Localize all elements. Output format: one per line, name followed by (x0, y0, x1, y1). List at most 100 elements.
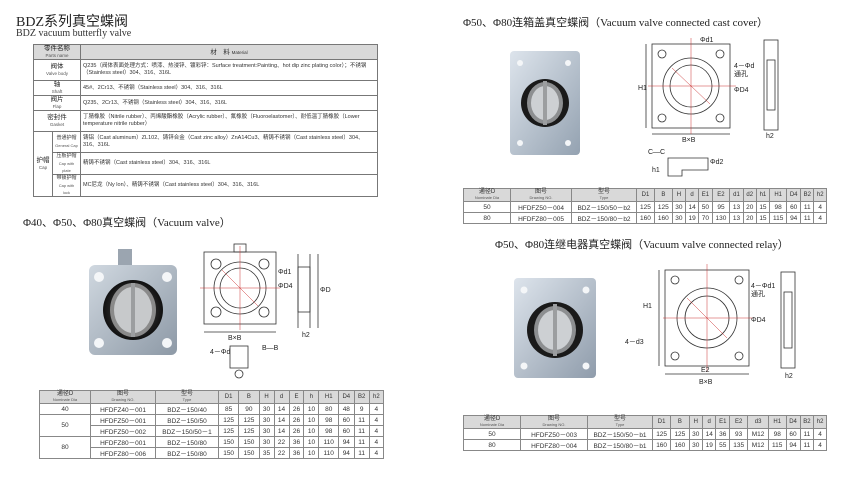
section-subtitle-bdz: BDZ vacuum butterfly valve (16, 28, 132, 39)
table-cell: 50 (463, 428, 521, 440)
th: D1 (636, 188, 655, 202)
table-cell: 26 (288, 425, 305, 437)
th: d (273, 390, 290, 404)
table-cell: 160 (651, 439, 672, 451)
label-d1-cover: Φd1 (700, 37, 713, 44)
part-zh: 密封件 (47, 114, 67, 121)
table-cell: M12 (747, 439, 769, 451)
table-cell: 98 (318, 414, 339, 426)
valve-relay-photo (514, 278, 596, 378)
th-type-zh: 型号 (597, 189, 610, 195)
label-dd: ΦD (320, 287, 331, 294)
label-bb: B—B (262, 345, 279, 352)
table-cell: BDZ－150/50－b2 (571, 201, 637, 213)
label-d1: Φd1 (278, 269, 291, 276)
table-cell: 160 (670, 439, 690, 451)
th-drawing-zh: 图号 (547, 416, 560, 422)
th: d1 (729, 188, 744, 202)
header-part-en: Parts name (45, 53, 69, 58)
th: H1 (769, 188, 788, 202)
table-cell: 93 (729, 428, 749, 440)
table-cell: 14 (273, 403, 290, 415)
table-cell: 30 (258, 425, 275, 437)
table-cell: 125 (636, 201, 655, 213)
table-cell: 19 (701, 439, 717, 451)
table-cell: 4 (813, 212, 827, 224)
table-cell: 125 (653, 201, 673, 213)
table-cell: BDZ－150/80－b2 (571, 212, 637, 224)
table-cell: HFDFZ80－004 (520, 439, 588, 451)
th-dia-en: Nominate Dia (479, 422, 505, 427)
table-cell: 19 (684, 212, 700, 224)
label-bxb-cover: B×B (682, 137, 696, 144)
cap-sub-zh: 带锁护帽 (56, 175, 77, 181)
th: B2 (799, 415, 815, 429)
table-cell: 160 (636, 212, 655, 224)
th: D4 (338, 390, 355, 404)
th-type-en: Type (615, 422, 625, 427)
table-cell: 11 (353, 436, 370, 448)
th: h2 (813, 188, 827, 202)
table-cell: 125 (238, 414, 260, 426)
header-part-zh: 零件名称 (44, 45, 70, 52)
label-tong-cover: 通孔 (734, 69, 748, 78)
th: E1 (715, 415, 731, 429)
table-cell: 40 (39, 403, 91, 415)
table-cell: 20 (742, 201, 757, 213)
material-text: 铸铝（Cast aluminum）ZL102、铸锌合金（Cast zinc al… (80, 131, 378, 153)
th-drawing-en: Drawing NO. (542, 422, 566, 427)
table-cell: 125 (651, 428, 672, 440)
part-en: Flap (52, 104, 62, 109)
material-text: Q235、2Cr13、不锈钢（Stainless steel）304、316、3… (80, 95, 378, 111)
table-cell: 30 (258, 436, 275, 448)
table-cell: 36 (288, 436, 305, 448)
table-cell: 30 (671, 212, 686, 224)
table-cell: BDZ－150/50－1 (155, 425, 219, 437)
table-cell: 4 (368, 414, 385, 426)
table-cell: 130 (711, 212, 731, 224)
table-cell: 14 (273, 414, 290, 426)
cast-cover-technical-drawing: Φd1 4－Φd 通孔 ΦD4 H1 B×B C—C Φd2 h2 h1 (638, 37, 779, 177)
cap-en: Cap (38, 165, 48, 170)
table-cell: 115 (767, 439, 787, 451)
th-dia-zh: 通径D (56, 391, 74, 397)
cap-sub-en: General Cap (55, 143, 78, 148)
section-title-relay: Φ50、Φ80连继电器真空蝶阀（Vacuum valve connected r… (495, 239, 789, 251)
th-dia-en: Nominate Dia (474, 195, 500, 200)
th: B (670, 415, 690, 429)
table-cell: 60 (338, 414, 355, 426)
material-text: Q235（阀体表面处理方式：喷漆、热浸锌、镀彩锌：Surface treatme… (80, 59, 378, 81)
th: D4 (785, 415, 801, 429)
table-cell: 20 (742, 212, 757, 224)
table-cell: 110 (318, 436, 339, 448)
label-e2: E2 (701, 367, 710, 374)
th: H (258, 390, 275, 404)
table-cell: 11 (353, 447, 370, 459)
th-dia-zh: 通径D (483, 416, 501, 422)
label-d4: ΦD4 (278, 283, 293, 290)
label-d4-cover: ΦD4 (734, 87, 749, 94)
table-cell: BDZ－150/50 (155, 414, 219, 426)
table-cell: 4 (813, 201, 827, 213)
table-cell: 60 (785, 428, 801, 440)
table-cell: 4 (813, 439, 827, 451)
label-holes-relay: 4－Φd1 (751, 283, 775, 290)
part-zh: 阀体 (50, 63, 64, 70)
th: h2 (813, 415, 827, 429)
table-cell: 35 (258, 447, 275, 459)
header-material-en: Material (231, 49, 248, 55)
th: H (688, 415, 703, 429)
table-cell: 10 (303, 425, 320, 437)
th: D1 (651, 415, 672, 429)
label-bxb-relay: B×B (699, 379, 713, 386)
table-cell: 13 (729, 201, 744, 213)
table-cell: 94 (785, 439, 801, 451)
table-cell: 4 (813, 428, 827, 440)
table-cell: 80 (463, 439, 521, 451)
table-cell: 115 (769, 212, 788, 224)
th-drawing-zh: 图号 (116, 391, 129, 397)
